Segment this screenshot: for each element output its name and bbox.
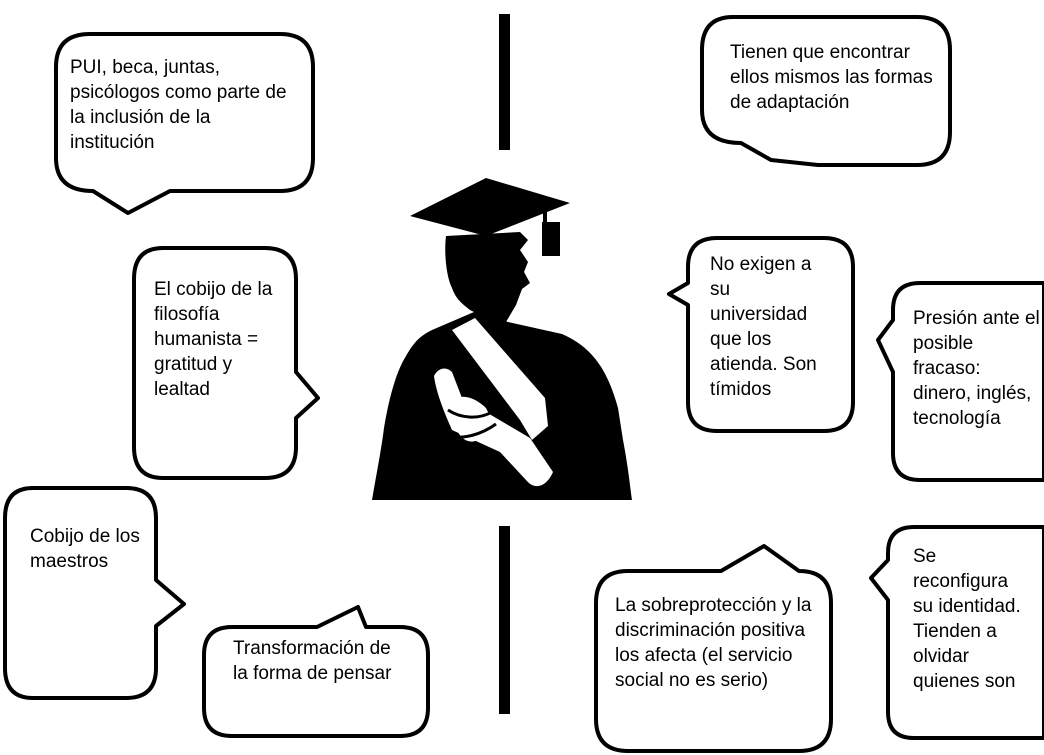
graduate-silhouette-icon — [372, 178, 632, 500]
bubble-sobreproteccion-shape — [594, 544, 833, 753]
bubble-no-exigen-shape — [667, 236, 855, 433]
bubble-transformacion-text: Transformación de la forma de pensar — [233, 638, 392, 684]
bubble-presion-text: Presión ante el posible fracaso: dinero,… — [913, 308, 1040, 429]
bubble-pui-text: PUI, beca, juntas, psicólogos como parte… — [70, 57, 287, 153]
bubble-presion-shape — [876, 281, 1044, 482]
bubble-transformacion-shape — [202, 605, 430, 738]
bubble-filosofia-shape — [132, 246, 320, 480]
bubble-sobreproteccion-text: La sobreprotección y la discriminación p… — [615, 595, 812, 691]
bubble-maestros-text: Cobijo de los maestros — [30, 526, 140, 572]
bubble-adaptacion-shape — [700, 15, 952, 167]
bubble-no-exigen-text: No exigen a su universidad que los atien… — [710, 254, 817, 400]
divider-bottom — [499, 526, 510, 714]
bubble-identidad-shape — [869, 525, 1044, 740]
bubble-identidad-text: Se reconfigura su identidad. Tienden a o… — [913, 546, 1021, 692]
bubble-maestros-shape — [3, 486, 186, 700]
bubble-filosofia-text: El cobijo de la filosofía humanista = gr… — [154, 279, 273, 400]
bubble-adaptacion-text: Tienen que encontrar ellos mismos las fo… — [730, 42, 933, 113]
bubble-pui-shape — [54, 32, 315, 215]
divider-top — [499, 14, 510, 150]
